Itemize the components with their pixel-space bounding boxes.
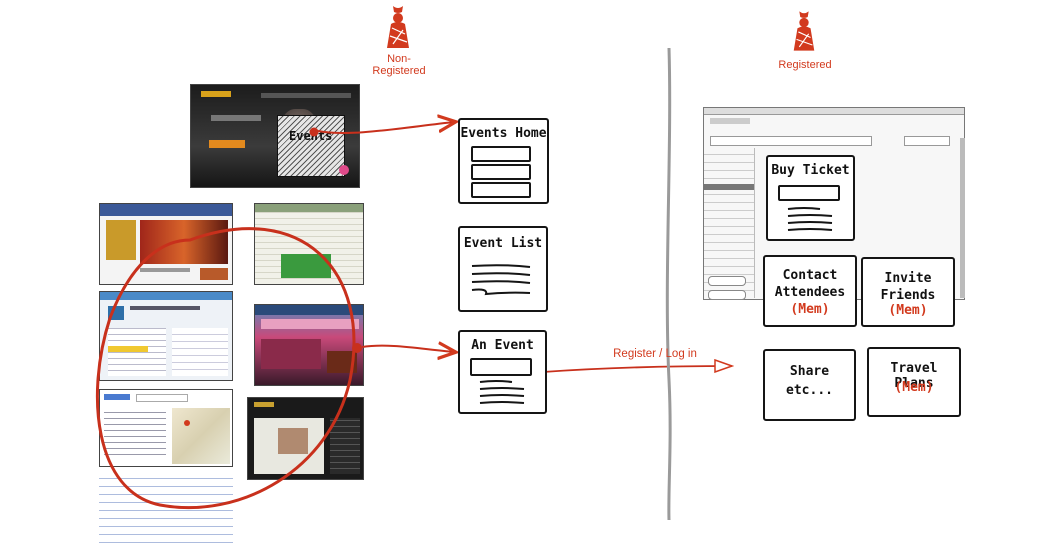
contact-attendees-member-tag: (Mem) xyxy=(790,302,830,317)
invite-friends-member-tag: (Mem) xyxy=(888,303,928,318)
buy-ticket-card[interactable]: Buy Ticket xyxy=(766,155,855,241)
arrow-register-login xyxy=(542,366,732,372)
search-results-screenshot xyxy=(99,472,233,550)
google-maps-screenshot xyxy=(99,389,233,467)
circle-link-dot xyxy=(352,343,362,353)
arrow-to-events-home xyxy=(317,122,454,134)
divider-line xyxy=(665,47,672,521)
events-home-wireframe[interactable]: Events Home xyxy=(458,118,549,204)
invite-friends-title: Invite Friends xyxy=(880,271,936,303)
source-grouping-circle xyxy=(95,227,356,510)
non-registered-label: Non- Registered xyxy=(372,53,426,77)
contact-attendees-title: Contact Attendees xyxy=(774,268,846,300)
user-icon-non-registered xyxy=(387,6,409,48)
event-list-wireframe[interactable]: Event List xyxy=(458,226,548,312)
travel-plans-member-tag: (Mem) xyxy=(894,380,934,395)
arrow-to-an-event xyxy=(361,346,454,352)
contact-attendees-card[interactable]: Contact Attendees (Mem) xyxy=(763,255,857,327)
events-home-title: Events Home xyxy=(460,126,547,141)
share-title: Share etc... xyxy=(786,364,833,398)
hero-screenshot: Events xyxy=(190,84,360,188)
travel-plans-title: Travel Plans xyxy=(890,361,938,391)
an-event-title: An Event xyxy=(471,338,534,353)
registered-label: Registered xyxy=(778,59,832,71)
event-site-screenshot xyxy=(254,304,364,386)
twitter-screenshot xyxy=(99,291,233,381)
events-hatch-box xyxy=(277,115,345,177)
buy-ticket-title: Buy Ticket xyxy=(771,163,850,178)
an-event-wireframe[interactable]: An Event xyxy=(458,330,547,414)
event-list-title: Event List xyxy=(463,236,543,251)
register-login-label: Register / Log in xyxy=(613,348,697,360)
invite-friends-card[interactable]: Invite Friends (Mem) xyxy=(861,257,955,327)
travel-plans-card[interactable]: Travel Plans (Mem) xyxy=(867,347,961,417)
hero-link-dot xyxy=(309,127,319,137)
share-card[interactable]: Share etc... xyxy=(763,349,856,421)
user-icon-registered xyxy=(793,11,815,51)
dark-site-screenshot xyxy=(247,397,364,480)
